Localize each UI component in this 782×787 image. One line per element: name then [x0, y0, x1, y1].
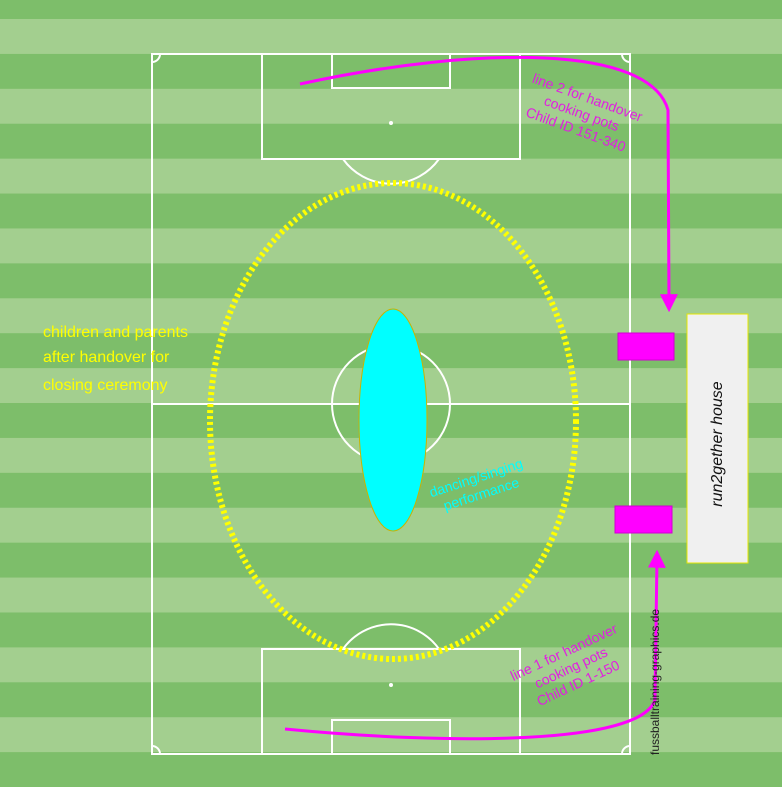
corner-arc — [151, 53, 161, 63]
top-goal-box — [331, 53, 451, 89]
grass-stripe — [0, 717, 782, 753]
bottom-penalty-arc — [342, 623, 440, 650]
credit-label: fussballtraining-graphics.de — [648, 609, 662, 755]
ceremony-text-1: children and parents — [43, 324, 188, 341]
grass-stripe — [0, 647, 782, 683]
house-label: run2gether house — [709, 381, 726, 507]
handover-marker-top — [617, 332, 675, 361]
grass-stripe — [0, 228, 782, 264]
corner-arc — [621, 53, 631, 63]
run2gether-house — [686, 313, 749, 564]
corner-arc — [151, 745, 161, 755]
performance-stage — [358, 308, 428, 532]
bottom-goal-box — [331, 719, 451, 755]
grass-stripe — [0, 19, 782, 54]
grass-stripe — [0, 577, 782, 613]
handover-marker-bottom — [614, 505, 673, 534]
ceremony-label: children and parents after handover for … — [43, 324, 188, 394]
grass-stripe — [0, 158, 782, 194]
grass-stripe — [0, 88, 782, 124]
top-penalty-spot — [389, 121, 393, 125]
ceremony-ring — [207, 180, 579, 662]
corner-arc — [621, 745, 631, 755]
bottom-penalty-spot — [389, 683, 393, 687]
ceremony-text-2: after handover for — [43, 349, 170, 366]
ceremony-text-3: closing ceremony — [43, 377, 168, 394]
line1-arrow — [284, 549, 666, 741]
top-penalty-arc — [342, 158, 440, 185]
line2-arrow — [299, 55, 678, 313]
